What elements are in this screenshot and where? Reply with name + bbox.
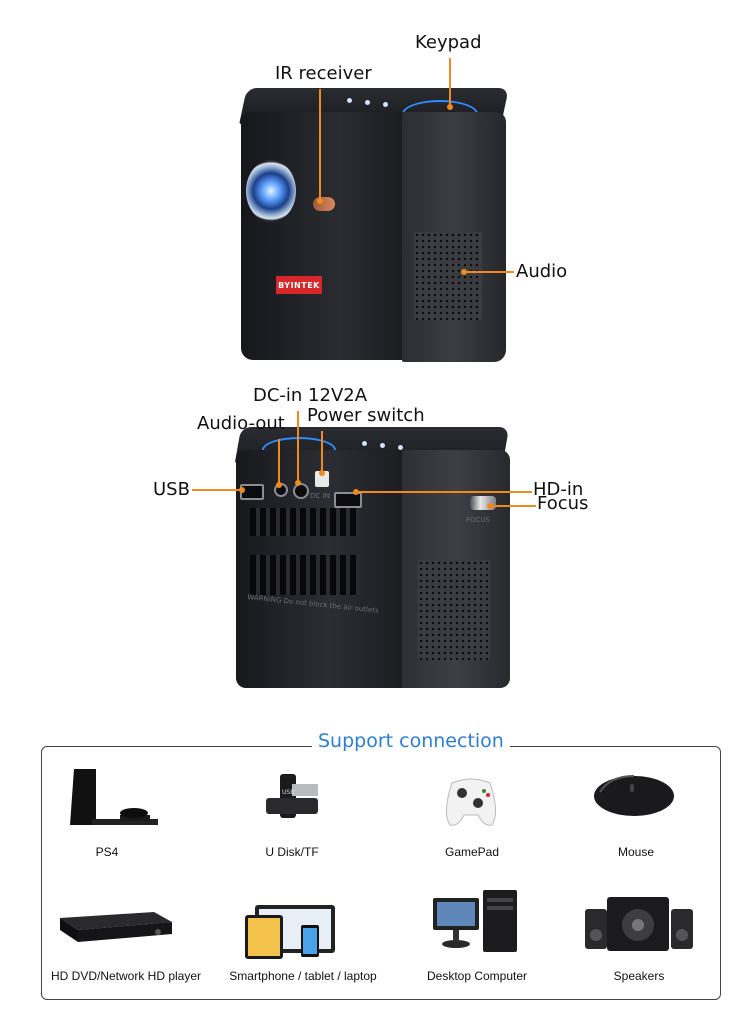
callout-dot (239, 487, 245, 493)
svg-text:USB: USB (282, 789, 294, 796)
projector-front-face (241, 112, 406, 360)
mouse-icon (594, 775, 674, 816)
device-label: Speakers (613, 969, 665, 983)
support-title: Support connection (312, 730, 510, 752)
indicator-light (362, 441, 367, 446)
callout-dot (353, 489, 359, 495)
callout-line (278, 439, 280, 485)
callout-power-switch: Power switch (307, 405, 425, 426)
indicator-light (347, 98, 352, 103)
dvd-player-icon (60, 912, 172, 942)
callout-line (321, 431, 323, 473)
callout-focus: Focus (537, 493, 589, 514)
callout-dot (447, 104, 453, 110)
callout-audio-out: Audio-out (197, 413, 285, 434)
callout-line (297, 411, 299, 483)
callout-dot (276, 482, 282, 488)
ps4-console-icon (70, 769, 158, 825)
callout-line (464, 271, 514, 273)
device-label: Mouse (617, 845, 655, 859)
callout-dot (319, 470, 325, 476)
air-vent (250, 555, 360, 595)
callout-line (490, 505, 536, 507)
callout-dc-in: DC-in 12V2A (253, 385, 368, 406)
hd-in-port (334, 492, 362, 508)
indicator-light (383, 102, 388, 107)
lens-icon (246, 160, 296, 222)
air-vent (250, 508, 360, 536)
devices-icon (245, 905, 335, 959)
focus-text: FOCUS (466, 516, 490, 524)
device-label: PS4 (95, 845, 119, 859)
device-label: HD DVD/Network HD player (50, 969, 202, 983)
speaker-grille (418, 560, 490, 660)
callout-usb: USB (153, 479, 190, 500)
callout-dot (317, 198, 323, 204)
indicator-light (380, 443, 385, 448)
device-label: Desktop Computer (426, 969, 528, 983)
device-label: U Disk/TF (265, 845, 319, 859)
gamepad-icon (446, 778, 496, 826)
callout-line (356, 491, 532, 493)
callout-line (449, 58, 451, 108)
speaker-grille (414, 232, 482, 320)
callout-dot (295, 480, 301, 486)
callout-line (319, 89, 321, 201)
indicator-light (365, 100, 370, 105)
callout-hd-in: HD-in (533, 479, 584, 500)
usb-drive-icon: USB (266, 774, 318, 818)
device-label: GamePad (444, 845, 500, 859)
callout-audio: Audio (516, 261, 568, 282)
power-switch (315, 471, 329, 487)
desktop-computer-icon (433, 890, 517, 952)
callout-line (192, 489, 242, 491)
brand-logo: BYINTEK (276, 276, 322, 294)
callout-ir-receiver: IR receiver (275, 63, 372, 84)
device-label: Smartphone / tablet / laptop (229, 969, 377, 983)
callout-dot (461, 269, 467, 275)
dc-in-text: DC IN (310, 492, 330, 500)
speakers-icon (585, 897, 693, 951)
indicator-light (398, 445, 403, 450)
dc-in-port (293, 483, 309, 499)
callout-dot (487, 503, 493, 509)
callout-keypad: Keypad (415, 32, 482, 53)
